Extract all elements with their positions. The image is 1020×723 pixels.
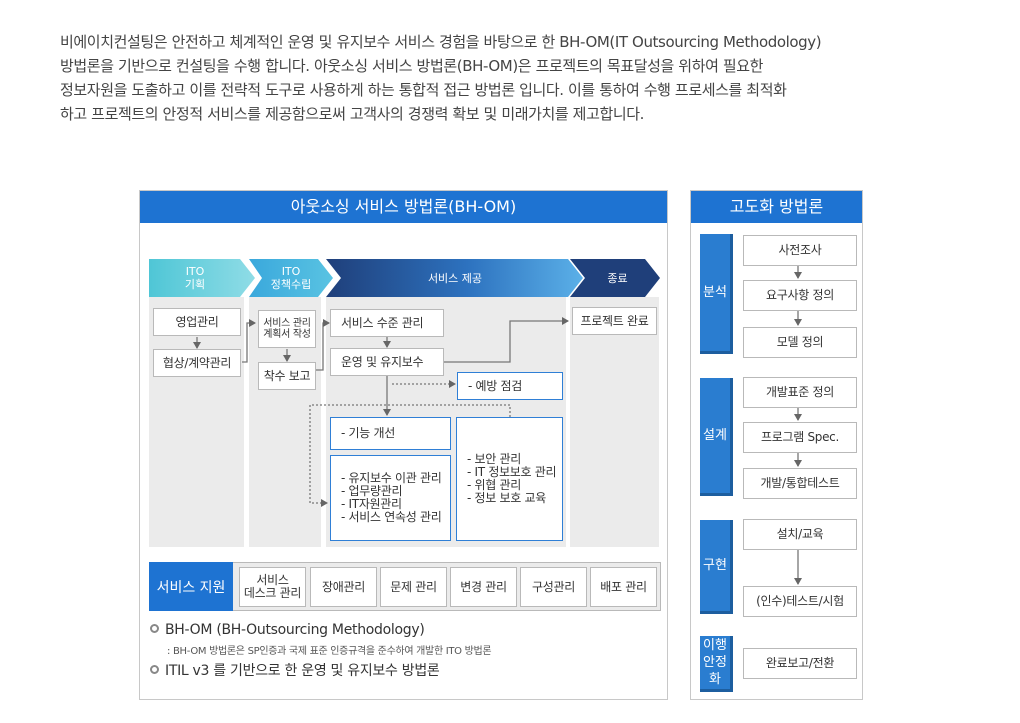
step-install-training: 설치/교육 (743, 519, 857, 550)
service-plan-box: 서비스 관리 계획서 작성 (258, 310, 316, 348)
support-item-problem: 문제 관리 (380, 567, 447, 607)
step-integration-test: 개발/통합테스트 (743, 468, 857, 499)
step-program-spec: 프로그램 Spec. (743, 422, 857, 453)
support-item-service-desk: 서비스 데스크 관리 (239, 567, 306, 607)
intro-line: 비에이치컨설팅은 안전하고 체계적인 운영 및 유지보수 서비스 경험을 바탕으… (60, 33, 822, 51)
preventive-check-box: - 예방 점검 (457, 372, 563, 400)
support-item-incident: 장애관리 (310, 567, 377, 607)
sales-management-box: 영업관리 (153, 308, 241, 336)
step-requirements: 요구사항 정의 (743, 280, 857, 311)
operations-maintenance-box: 운영 및 유지보수 (330, 348, 444, 376)
bullet-icon (150, 624, 159, 633)
stage-label-end: 종료 (607, 271, 628, 285)
contract-management-box: 협상/계약관리 (153, 349, 241, 377)
intro-text: 비에이치컨설팅은 안전하고 체계적인 운영 및 유지보수 서비스 경험을 바탕으… (60, 30, 960, 126)
panel-title: 고도화 방법론 (691, 191, 862, 223)
step-pre-survey: 사전조사 (743, 235, 857, 266)
service-support-label: 서비스 지원 (149, 562, 233, 611)
note-bh-om: BH-OM (BH-Outsourcing Methodology) (150, 622, 425, 638)
function-improvement-box: - 기능 개선 (330, 417, 451, 450)
phase-implementation: 구현 (700, 520, 733, 614)
support-item-release: 배포 관리 (590, 567, 657, 607)
stage-label-ito-plan: ITO 기획 (184, 265, 206, 291)
intro-line: 하고 프로젝트의 안정적 서비스를 제공함으로써 고객사의 경쟁력 확보 및 미… (60, 105, 645, 123)
maintenance-transfer-box: - 유지보수 이관 관리 - 업무량관리 - IT자원관리 - 서비스 연속성 … (330, 455, 451, 541)
column-end (570, 297, 659, 547)
phase-analysis: 분석 (700, 234, 733, 354)
phase-stabilization: 이행 안정 화 (700, 636, 733, 692)
step-model: 모델 정의 (743, 327, 857, 358)
intro-line: 정보자원을 도출하고 이를 전략적 도구로 사용하게 하는 통합적 접근 방법론… (60, 81, 787, 99)
security-management-box: - 보안 관리 - IT 정보보호 관리 - 위협 관리 - 정보 보호 교육 (456, 417, 563, 541)
kickoff-report-box: 착수 보고 (258, 362, 316, 390)
stage-label-ito-policy: ITO 정책수립 (270, 265, 312, 291)
phase-design: 설계 (700, 378, 733, 496)
support-item-change: 변경 관리 (450, 567, 517, 607)
stage-label-service: 서비스 제공 (427, 271, 483, 285)
note-bh-om-description: : BH-OM 방법론은 SP인증과 국제 표준 인증규격을 준수하여 개발한 … (167, 646, 492, 657)
support-item-config: 구성관리 (520, 567, 587, 607)
service-level-box: 서비스 수준 관리 (330, 309, 444, 337)
bullet-icon (150, 665, 159, 674)
note-itil: ITIL v3 를 기반으로 한 운영 및 유지보수 방법론 (150, 660, 440, 680)
panel-title: 아웃소싱 서비스 방법론(BH-OM) (140, 191, 667, 223)
project-complete-box: 프로젝트 완료 (572, 307, 657, 335)
step-dev-standard: 개발표준 정의 (743, 377, 857, 408)
step-completion-report: 완료보고/전환 (743, 648, 857, 679)
step-acceptance-test: (인수)테스트/시험 (743, 586, 857, 617)
intro-line: 방법론을 기반으로 컨설팅을 수행 합니다. 아웃소싱 서비스 방법론(BH-O… (60, 57, 764, 75)
